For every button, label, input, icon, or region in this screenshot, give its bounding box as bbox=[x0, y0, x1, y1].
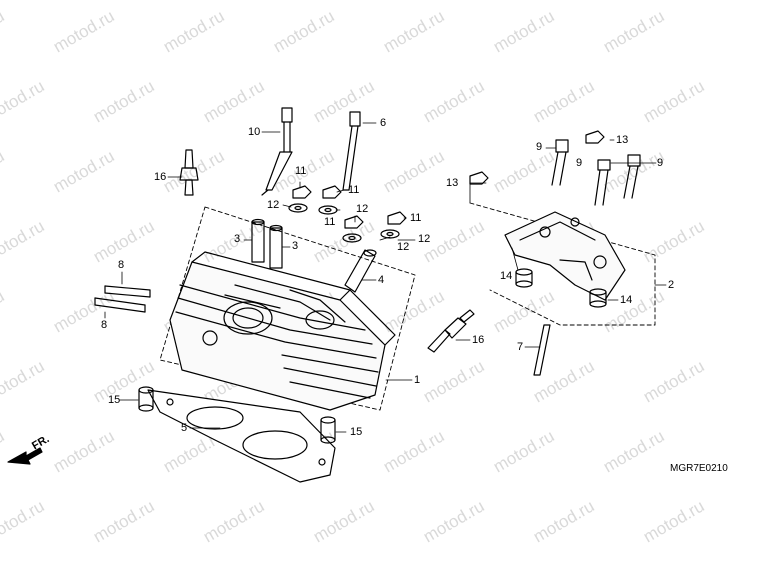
callout-5: 5 bbox=[181, 422, 188, 434]
callout-6: 6 bbox=[380, 117, 387, 129]
washer-12-c bbox=[342, 233, 362, 243]
rocker-arm-holder bbox=[504, 211, 626, 301]
bolt-10 bbox=[261, 107, 293, 196]
collar-14-a bbox=[515, 268, 533, 288]
valve-guide-1 bbox=[251, 218, 265, 263]
nut-11-c bbox=[344, 215, 364, 229]
callout-15-left: 15 bbox=[108, 394, 121, 406]
nut-13-a bbox=[585, 130, 605, 144]
cylinder-head-gasket bbox=[147, 389, 336, 483]
callout-15-right: 15 bbox=[350, 426, 363, 438]
callout-13-b: 13 bbox=[446, 177, 459, 189]
valve-guide-2 bbox=[269, 224, 283, 269]
callout-11-c: 11 bbox=[324, 216, 336, 228]
callout-3-b: 3 bbox=[292, 240, 299, 252]
callout-8-upper: 8 bbox=[118, 259, 125, 271]
callout-12-b: 12 bbox=[356, 203, 369, 215]
callout-11-a: 11 bbox=[295, 165, 307, 177]
stud-bolt-8-lower bbox=[94, 297, 146, 313]
bolt-9-a bbox=[551, 139, 569, 186]
callout-2: 2 bbox=[668, 279, 675, 291]
callout-11-b: 11 bbox=[348, 184, 360, 196]
nut-11-b bbox=[322, 185, 342, 199]
callout-9-c: 9 bbox=[657, 157, 664, 169]
callout-16-right: 16 bbox=[472, 334, 485, 346]
callout-14-a: 14 bbox=[500, 270, 513, 282]
callout-12-d: 12 bbox=[418, 233, 431, 245]
dowel-pin-left bbox=[138, 386, 154, 412]
callout-14-b: 14 bbox=[620, 294, 633, 306]
nut-11-d bbox=[387, 211, 407, 225]
front-direction-arrow bbox=[7, 447, 43, 465]
bolt-6 bbox=[342, 111, 361, 191]
nut-11-a bbox=[292, 185, 312, 199]
spark-plug-left bbox=[179, 149, 199, 196]
washer-12-b bbox=[318, 205, 338, 215]
callout-13-a: 13 bbox=[616, 134, 629, 146]
dowel-pin-right bbox=[320, 416, 336, 444]
callout-8-lower: 8 bbox=[101, 319, 108, 331]
callout-4: 4 bbox=[378, 274, 385, 286]
diagram-code: MGR7E0210 bbox=[670, 463, 728, 474]
callout-16-left: 16 bbox=[154, 171, 167, 183]
callout-9-a: 9 bbox=[536, 141, 543, 153]
callout-10: 10 bbox=[248, 126, 261, 138]
washer-12-d bbox=[380, 229, 400, 239]
valve-guide-4 bbox=[344, 249, 377, 293]
bolt-9-c bbox=[623, 154, 641, 199]
callout-3-a: 3 bbox=[234, 233, 241, 245]
spark-plug-right bbox=[427, 309, 475, 353]
callout-11-d: 11 bbox=[410, 212, 422, 224]
callout-1: 1 bbox=[414, 374, 421, 386]
cylinder-head bbox=[169, 251, 396, 411]
stud-bolt-8-upper bbox=[104, 285, 151, 298]
callout-12-a: 12 bbox=[267, 199, 280, 211]
washer-12-a bbox=[288, 203, 308, 213]
callout-7: 7 bbox=[517, 341, 524, 353]
collar-14-b bbox=[589, 288, 607, 308]
callout-12-c: 12 bbox=[397, 241, 410, 253]
bolt-9-b bbox=[594, 159, 611, 206]
callout-9-b: 9 bbox=[576, 157, 583, 169]
nut-13-b bbox=[469, 171, 489, 185]
stud-7 bbox=[533, 324, 551, 376]
